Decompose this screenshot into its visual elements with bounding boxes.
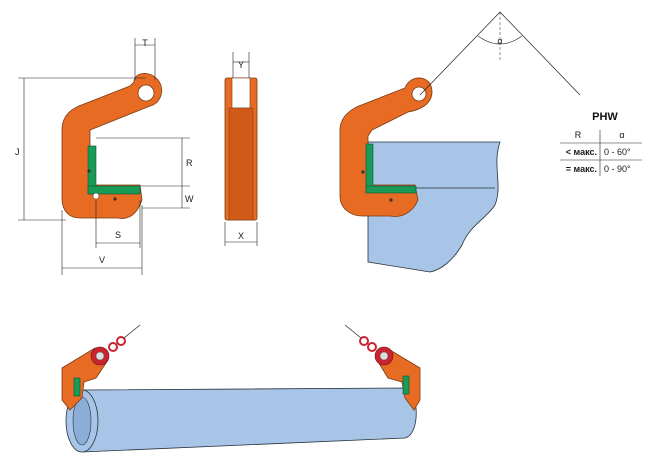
dim-label-r: R <box>186 158 193 168</box>
side-pad-horizontal <box>87 185 141 195</box>
front-clamp-slot <box>231 77 251 109</box>
dim-label-v: V <box>99 255 105 265</box>
dim-label-t: T <box>142 38 148 48</box>
table-row-2-r: = макс. <box>566 164 597 174</box>
phw-table: PHW R α < макс. 0 - 60° = макс. 0 - 90° <box>560 111 642 176</box>
clamp-on-plate: α <box>339 11 581 273</box>
rivet <box>87 169 91 173</box>
dim-label-w: W <box>185 194 194 204</box>
dim-label-y: Y <box>238 60 244 70</box>
rivet <box>389 198 393 202</box>
angled-clamp-body <box>339 77 433 217</box>
chain-link <box>108 342 118 352</box>
lifted-plate <box>367 141 501 273</box>
pipe-body <box>81 387 417 453</box>
rivet <box>92 192 100 200</box>
plate-pad-horizontal <box>365 185 417 194</box>
rivet <box>361 170 365 174</box>
table-header-r: R <box>575 130 582 140</box>
right-sling <box>344 324 362 339</box>
side-clamp-body <box>61 73 163 219</box>
chain-link <box>116 336 126 346</box>
table-header-alpha: α <box>619 130 624 140</box>
table-row-1-r: < макс. <box>566 147 597 157</box>
dim-label-s: S <box>115 230 121 240</box>
side-view-clamp: T J R W S V <box>15 38 194 275</box>
lifting-eye-hole <box>411 86 427 102</box>
dim-label-x: X <box>238 231 244 241</box>
lifting-eye-hole <box>137 84 155 102</box>
plate-pad-vertical <box>365 143 374 193</box>
sling-line <box>419 11 501 96</box>
table-row-2-alpha: 0 - 90° <box>604 164 631 174</box>
angle-arc <box>477 35 523 45</box>
table-row-1-alpha: 0 - 60° <box>604 147 631 157</box>
dim-label-j: J <box>15 147 20 157</box>
front-view-clamp: Y X <box>224 52 258 246</box>
table-title: PHW <box>592 111 618 123</box>
pipe-lift-illustration <box>61 324 421 453</box>
angle-label: α <box>497 36 502 46</box>
chain-link <box>367 342 377 352</box>
chain-link <box>359 336 369 346</box>
left-sling <box>123 324 141 339</box>
left-clamp-pad <box>73 377 81 397</box>
sling-line <box>499 11 581 96</box>
right-clamp-pad <box>402 375 410 395</box>
rivet <box>113 197 117 201</box>
